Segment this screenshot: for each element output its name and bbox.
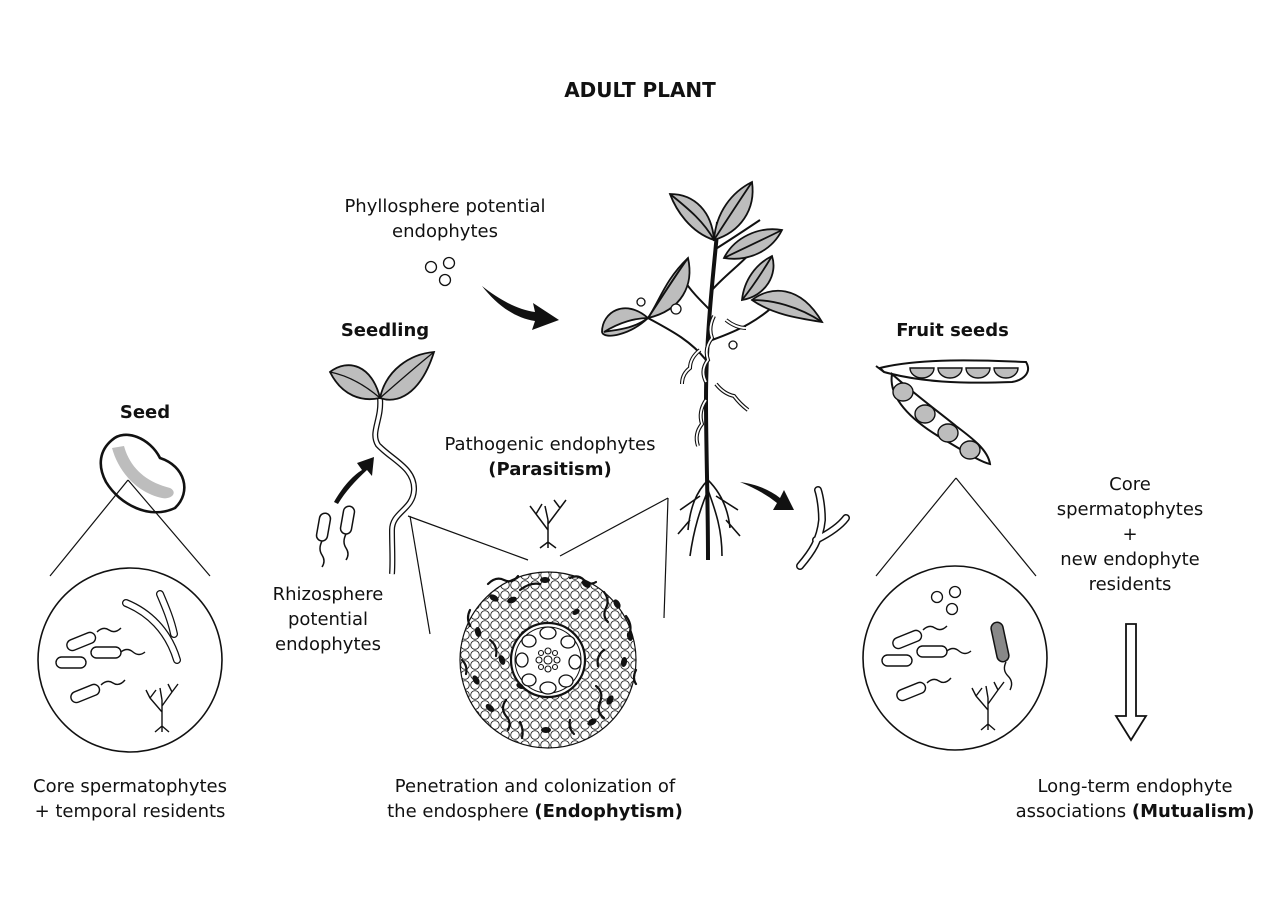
seedling-illustration <box>328 350 436 575</box>
caption-seed-line1: Core spermatophytes <box>33 776 227 797</box>
seed-fungal-hyphae <box>122 590 181 664</box>
root-cross-section <box>459 571 638 749</box>
pathogenic-label-line2: (Parasitism) <box>488 459 612 480</box>
phyllosphere-label-line1: Phyllosphere potential <box>344 196 546 217</box>
caption-mutual-line2-bold: (Mutualism) <box>1131 801 1255 822</box>
caption-mutual-line1: Long-term endophyte <box>1037 776 1233 797</box>
seed-zoom-lines <box>49 479 211 577</box>
core-new-line1: Core <box>1109 474 1151 495</box>
caption-seed: Core spermatophytes + temporal residents <box>20 774 240 824</box>
rhizosphere-label: Rhizosphere potential endophytes <box>258 582 398 657</box>
core-new-line5: residents <box>1088 574 1172 595</box>
core-new-line4: new endophyte <box>1060 549 1200 570</box>
fungal-hypha <box>796 486 850 570</box>
phyllosphere-particles <box>424 256 456 287</box>
new-endophyte-resident <box>990 621 1013 691</box>
hollow-down-arrow <box>1114 623 1148 742</box>
fruit-bacteria <box>881 625 972 702</box>
caption-endo-line2-bold: (Endophytism) <box>534 801 683 822</box>
arrow-to-seedling <box>334 457 374 504</box>
stage-label-fruit-seeds: Fruit seeds <box>896 320 1009 341</box>
caption-endo-line2-text: the endosphere <box>387 801 535 822</box>
caption-mutual-line2-text: associations <box>1015 801 1132 822</box>
rhizosphere-label-line1: Rhizosphere <box>272 584 384 605</box>
caption-endo-line1: Penetration and colonization of <box>394 776 676 797</box>
caption-endophytism: Penetration and colonization of the endo… <box>370 774 700 824</box>
fruit-zoom-lines <box>875 477 1037 577</box>
arrow-to-plant <box>482 286 559 330</box>
core-new-residents-label: Core spermatophytes + new endophyte resi… <box>1045 472 1215 597</box>
phyllosphere-label-line2: endophytes <box>392 221 498 242</box>
seed-root-sprig <box>145 683 179 733</box>
fruit-zoom-circle <box>862 565 1048 751</box>
arrow-to-endosphere <box>740 482 794 510</box>
colonizing-microbes <box>460 574 638 740</box>
core-new-line3: + <box>1122 524 1138 545</box>
rhizosphere-label-line2: potential <box>287 609 369 630</box>
adult-plant-illustration <box>601 180 824 561</box>
fruit-seed-pods <box>875 359 1030 466</box>
caption-mutual-line2: associations (Mutualism) <box>1000 799 1270 824</box>
stage-label-seed: Seed <box>119 402 171 423</box>
diagram-title: ADULT PLANT <box>564 78 716 102</box>
pathogenic-label-line1: Pathogenic endophytes <box>444 434 656 455</box>
caption-endo-line2: the endosphere (Endophytism) <box>370 799 700 824</box>
rhizosphere-bacteria <box>315 505 356 568</box>
core-new-line2: spermatophytes <box>1056 499 1204 520</box>
rhizosphere-label-line3: endophytes <box>275 634 381 655</box>
fruit-root-sprig <box>971 681 1005 731</box>
seed-zoom-circle <box>37 567 223 753</box>
seed-illustration <box>99 433 186 514</box>
pathogenic-label: Pathogenic endophytes (Parasitism) <box>425 432 675 482</box>
phyllosphere-label: Phyllosphere potential endophytes <box>320 194 570 244</box>
caption-mutualism: Long-term endophyte associations (Mutual… <box>1000 774 1270 824</box>
seed-bacteria <box>55 627 146 704</box>
pathogen-fungus <box>529 499 567 549</box>
stage-label-seedling: Seedling <box>340 320 430 341</box>
caption-seed-line2: + temporal residents <box>34 801 226 822</box>
endosphere-zoom-lines <box>407 497 669 635</box>
